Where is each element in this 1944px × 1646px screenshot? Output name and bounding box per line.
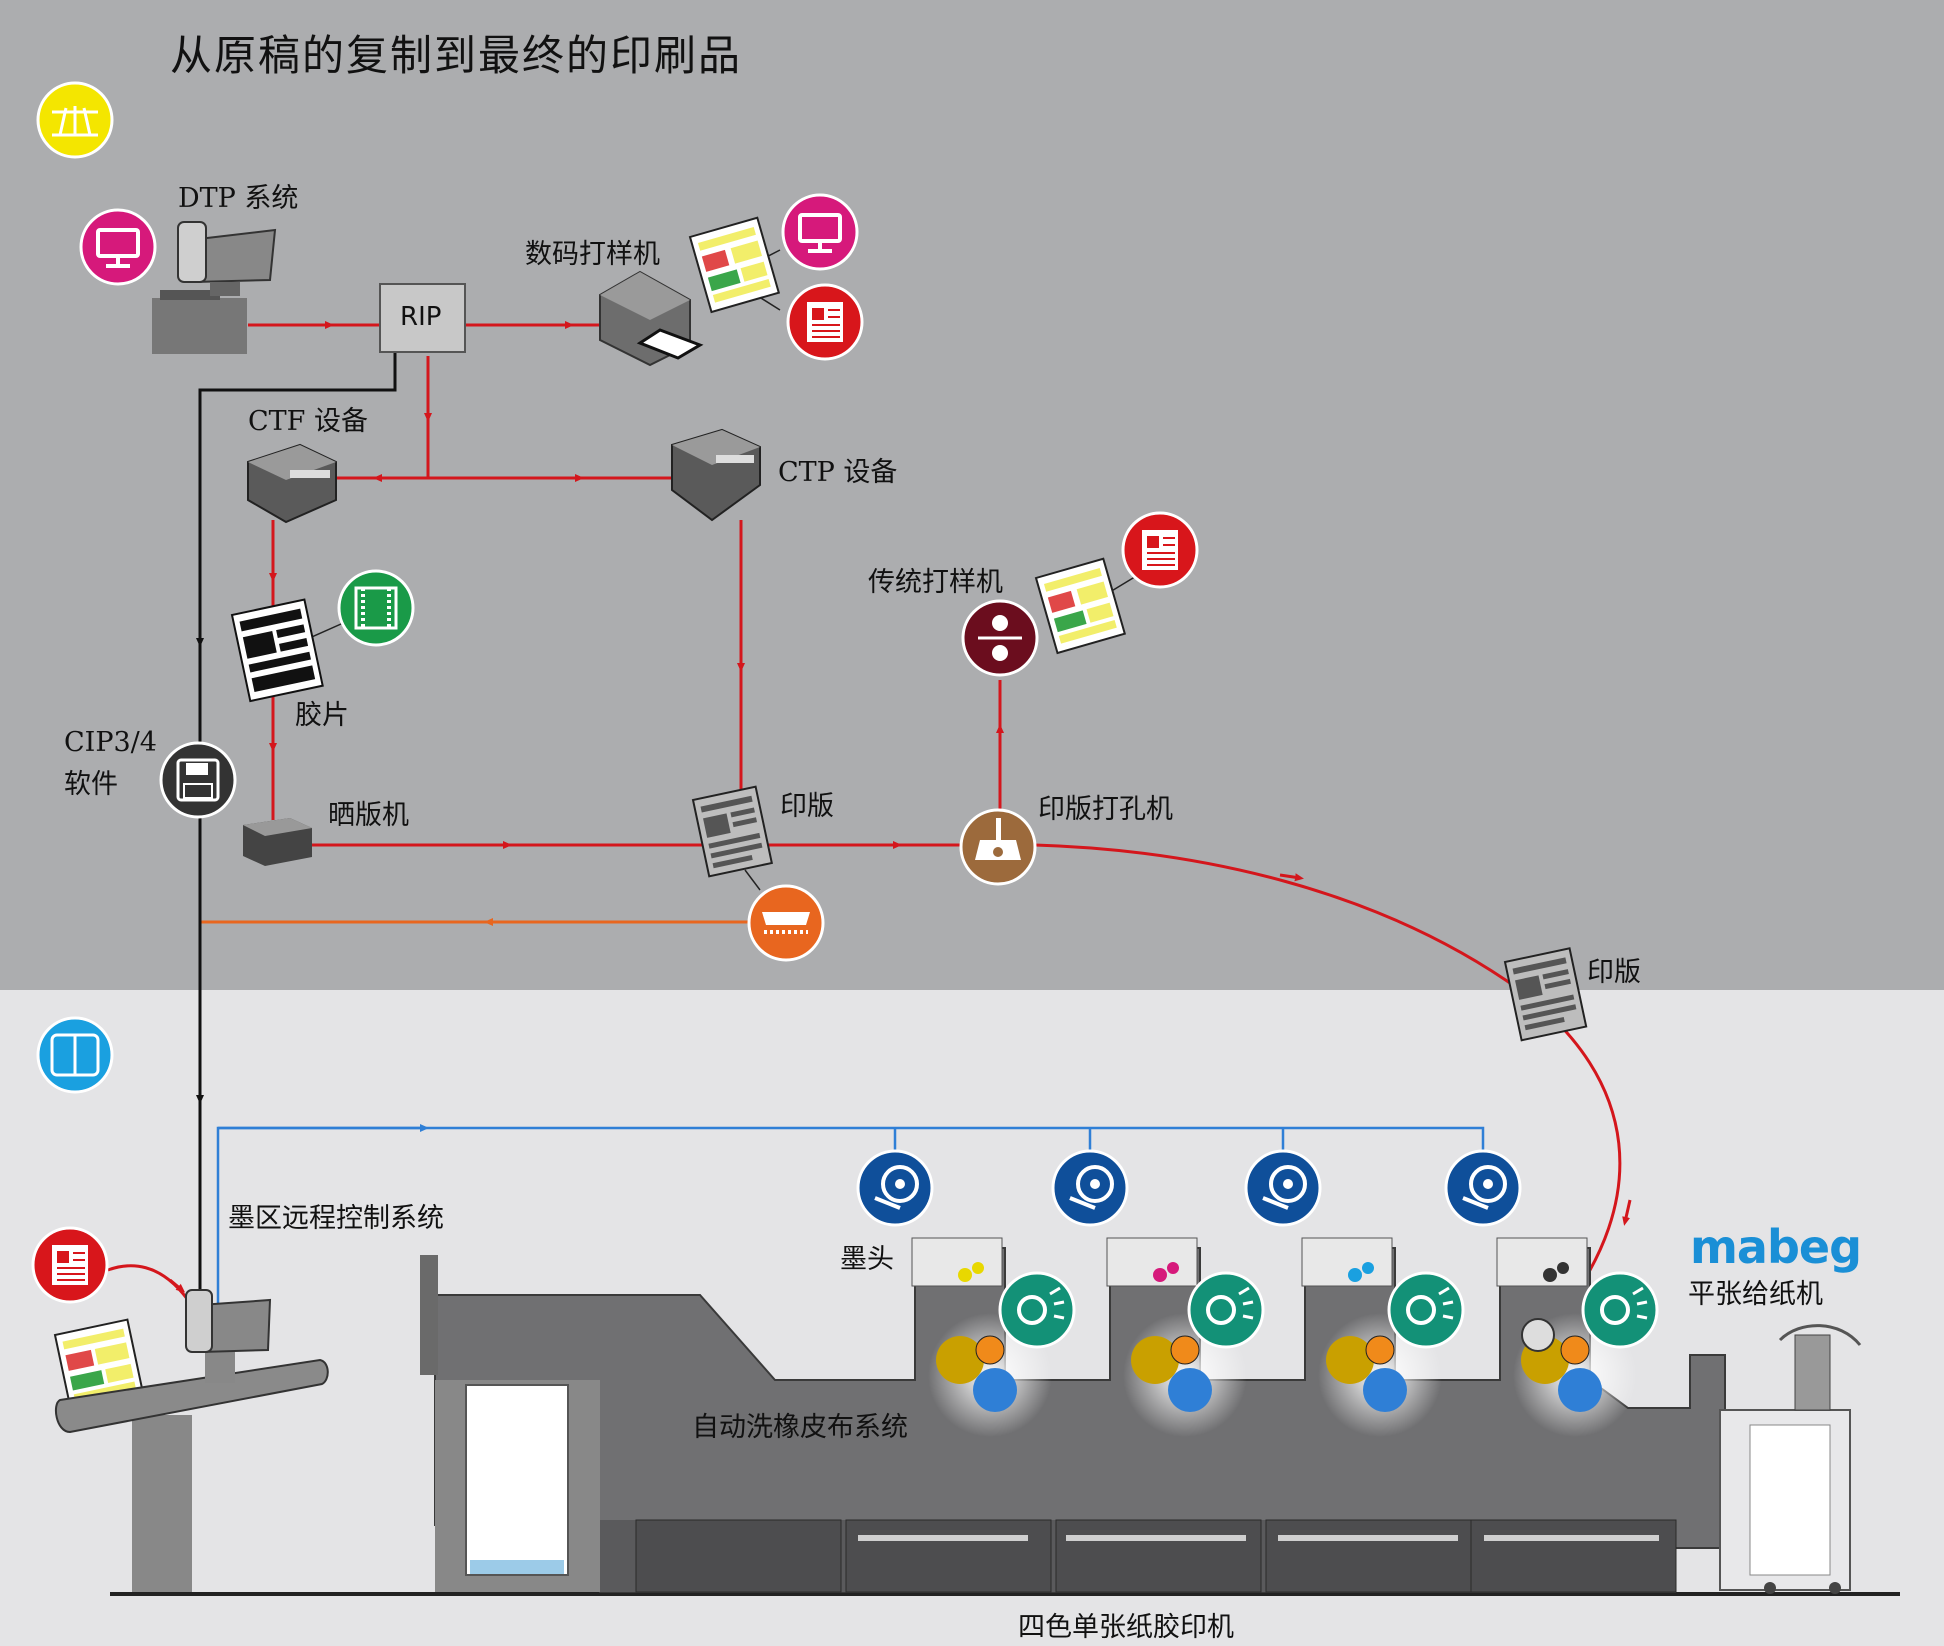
ink-roller-icon — [1244, 1149, 1322, 1227]
brand-logo: mabeg — [1690, 1220, 1862, 1274]
film-icon — [337, 569, 415, 647]
label-blanket-wash: 自动洗橡皮布系统 — [692, 1412, 908, 1443]
label-rip: RIP — [400, 302, 442, 332]
label-conventional-proofer: 传统打样机 — [868, 567, 1003, 598]
label-plate-exposer: 晒版机 — [328, 800, 409, 831]
plate-exposer-device — [243, 818, 312, 866]
label-digital-proofer: 数码打样机 — [525, 239, 660, 270]
diagram-title: 从原稿的复制到最终的印刷品 — [170, 31, 743, 80]
digital-proof-sheet — [688, 216, 781, 314]
label-dtp: DTP 系统 — [178, 183, 299, 214]
wash-system-icon — [1387, 1271, 1465, 1349]
wash-system-icon — [1581, 1271, 1659, 1349]
conventional-proof-sheet — [1034, 557, 1127, 655]
ink-roller-icon — [1444, 1149, 1522, 1227]
label-film: 胶片 — [295, 700, 349, 731]
plate-reel-icon — [961, 599, 1039, 677]
label-ctp: CTP 设备 — [778, 457, 898, 488]
monitor-icon — [781, 193, 859, 271]
ctp-device — [671, 428, 761, 522]
ink-roller-icon — [856, 1149, 934, 1227]
monitor-icon — [79, 208, 157, 286]
plate-center-sheet — [691, 785, 774, 878]
punch-icon — [959, 808, 1037, 886]
label-cip-line2: 软件 — [64, 769, 118, 800]
dtp-workstation — [152, 221, 277, 354]
label-feeder: 平张给纸机 — [1688, 1279, 1823, 1310]
flow-lines — [107, 249, 1632, 1316]
document-icon — [31, 1226, 109, 1304]
plate-process-icon — [747, 884, 825, 962]
document-icon — [1121, 511, 1199, 589]
film-sheets — [230, 598, 324, 703]
sun-rays-icon — [36, 81, 114, 159]
rip-box — [379, 283, 466, 353]
wash-system-icon — [1187, 1271, 1265, 1349]
label-ink-remote: 墨区远程控制系统 — [228, 1203, 444, 1234]
floppy-disk-icon — [159, 741, 237, 819]
plate-right-sheet — [1503, 947, 1588, 1042]
label-ctf: CTF 设备 — [248, 406, 368, 437]
ink-roller-icon — [1051, 1149, 1129, 1227]
wash-system-icon — [998, 1271, 1076, 1349]
printing-press — [110, 1247, 1900, 1596]
label-press: 四色单张纸胶印机 — [1018, 1612, 1234, 1643]
label-plate-punch: 印版打孔机 — [1038, 794, 1173, 825]
label-cip-line1: CIP3/4 — [64, 727, 157, 758]
label-plate-right: 印版 — [1587, 957, 1641, 988]
digital-proofer-device — [599, 270, 704, 367]
control-desk — [54, 1289, 329, 1595]
ink-network-icon — [36, 1016, 114, 1094]
document-icon — [786, 283, 864, 361]
ctf-device — [247, 443, 337, 524]
label-plate-center: 印版 — [780, 791, 834, 822]
label-ink-head: 墨头 — [840, 1244, 894, 1275]
